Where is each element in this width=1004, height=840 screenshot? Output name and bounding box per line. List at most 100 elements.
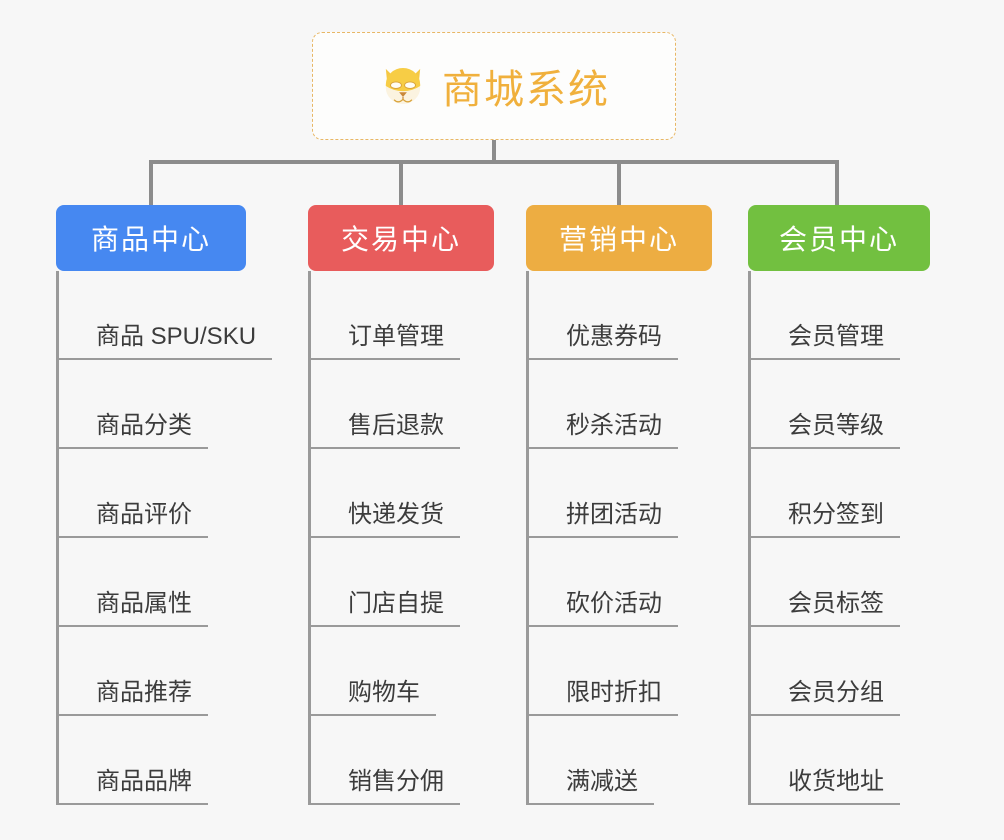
list-item-label: 售后退款: [348, 411, 444, 439]
list-item[interactable]: 会员管理: [748, 271, 930, 360]
list-item-label: 秒杀活动: [566, 411, 662, 439]
list-item[interactable]: 拼团活动: [526, 449, 712, 538]
list-item-rule: [526, 536, 678, 538]
list-item-rule: [308, 803, 460, 805]
list-item-rule: [308, 536, 460, 538]
category-column-2: 交易中心 订单管理 售后退款 快递发货 门店自提 购物车: [308, 205, 494, 805]
list-item-label: 满减送: [566, 767, 638, 795]
list-item-rule: [56, 358, 272, 360]
list-item-label: 商品品牌: [96, 767, 192, 795]
category-spine-2: [308, 271, 311, 805]
list-item[interactable]: 销售分佣: [308, 716, 494, 805]
list-item-rule: [308, 625, 460, 627]
category-label-3: 营销中心: [558, 224, 679, 255]
list-item[interactable]: 收货地址: [748, 716, 930, 805]
list-item[interactable]: 限时折扣: [526, 627, 712, 716]
list-item[interactable]: 订单管理: [308, 271, 494, 360]
category-spine-3: [526, 271, 529, 805]
list-item-label: 商品评价: [96, 500, 192, 528]
list-item[interactable]: 售后退款: [308, 360, 494, 449]
list-item[interactable]: 商品评价: [56, 449, 246, 538]
connector-drop-4: [835, 160, 839, 207]
category-spine-4: [748, 271, 751, 805]
list-item[interactable]: 商品品牌: [56, 716, 246, 805]
list-item-rule: [56, 625, 208, 627]
list-item[interactable]: 快递发货: [308, 449, 494, 538]
list-item-label: 会员管理: [788, 322, 884, 350]
list-item-label: 收货地址: [788, 767, 884, 795]
list-item-label: 商品分类: [96, 411, 192, 439]
list-item[interactable]: 会员等级: [748, 360, 930, 449]
list-item-label: 商品推荐: [96, 678, 192, 706]
list-item-rule: [56, 447, 208, 449]
list-item-rule: [308, 714, 436, 716]
list-item[interactable]: 商品分类: [56, 360, 246, 449]
category-header-4[interactable]: 会员中心: [748, 205, 930, 271]
list-item-rule: [748, 358, 900, 360]
list-item-label: 限时折扣: [566, 678, 662, 706]
list-item-rule: [526, 803, 654, 805]
list-item-rule: [56, 536, 208, 538]
list-item-rule: [56, 714, 208, 716]
list-item-label: 拼团活动: [566, 500, 662, 528]
category-header-1[interactable]: 商品中心: [56, 205, 246, 271]
connector-bus: [149, 160, 835, 164]
list-item-label: 订单管理: [348, 322, 444, 350]
list-item[interactable]: 会员标签: [748, 538, 930, 627]
list-item-rule: [308, 358, 460, 360]
category-label-1: 商品中心: [90, 224, 211, 255]
list-item[interactable]: 购物车: [308, 627, 494, 716]
list-item-rule: [748, 803, 900, 805]
category-label-4: 会员中心: [778, 224, 899, 255]
list-item[interactable]: 优惠券码: [526, 271, 712, 360]
list-item[interactable]: 满减送: [526, 716, 712, 805]
list-item-label: 优惠券码: [566, 322, 662, 350]
list-item-label: 会员标签: [788, 589, 884, 617]
category-header-3[interactable]: 营销中心: [526, 205, 712, 271]
list-item[interactable]: 秒杀活动: [526, 360, 712, 449]
list-item-label: 积分签到: [788, 500, 884, 528]
category-items-4: 会员管理 会员等级 积分签到 会员标签 会员分组 收货地址: [748, 271, 930, 805]
list-item[interactable]: 积分签到: [748, 449, 930, 538]
list-item[interactable]: 门店自提: [308, 538, 494, 627]
list-item-label: 商品 SPU/SKU: [96, 322, 257, 350]
list-item-rule: [308, 447, 460, 449]
list-item-label: 商品属性: [96, 589, 192, 617]
root-label: 商城系统: [442, 68, 610, 112]
list-item[interactable]: 商品属性: [56, 538, 246, 627]
list-item-label: 会员等级: [788, 411, 884, 439]
category-spine-1: [56, 271, 59, 805]
category-items-2: 订单管理 售后退款 快递发货 门店自提 购物车 销售分佣: [308, 271, 494, 805]
shiba-dog-face-icon: [378, 61, 428, 111]
list-item-rule: [748, 536, 900, 538]
connector-drop-1: [149, 160, 153, 207]
connector-root-stem: [492, 140, 496, 162]
list-item[interactable]: 商品推荐: [56, 627, 246, 716]
list-item-rule: [526, 447, 678, 449]
category-column-4: 会员中心 会员管理 会员等级 积分签到 会员标签 会员分组: [748, 205, 930, 805]
root-node[interactable]: 商城系统: [312, 32, 676, 140]
list-item-label: 快递发货: [348, 500, 444, 528]
list-item-rule: [526, 625, 678, 627]
list-item-label: 销售分佣: [348, 767, 444, 795]
list-item[interactable]: 商品 SPU/SKU: [56, 271, 272, 360]
list-item-rule: [748, 447, 900, 449]
list-item-rule: [56, 803, 208, 805]
connector-drop-3: [617, 160, 621, 207]
category-label-2: 交易中心: [340, 224, 461, 255]
list-item-rule: [526, 714, 678, 716]
category-column-3: 营销中心 优惠券码 秒杀活动 拼团活动 砍价活动 限时折扣: [526, 205, 712, 805]
category-header-2[interactable]: 交易中心: [308, 205, 494, 271]
list-item-label: 门店自提: [348, 589, 444, 617]
list-item[interactable]: 砍价活动: [526, 538, 712, 627]
list-item-label: 砍价活动: [566, 589, 662, 617]
list-item-rule: [748, 625, 900, 627]
list-item[interactable]: 会员分组: [748, 627, 930, 716]
list-item-label: 会员分组: [788, 678, 884, 706]
list-item-label: 购物车: [348, 678, 420, 706]
category-items-3: 优惠券码 秒杀活动 拼团活动 砍价活动 限时折扣 满减送: [526, 271, 712, 805]
list-item-rule: [526, 358, 678, 360]
category-items-1: 商品 SPU/SKU 商品分类 商品评价 商品属性 商品推荐 商品品牌: [56, 271, 272, 805]
list-item-rule: [748, 714, 900, 716]
